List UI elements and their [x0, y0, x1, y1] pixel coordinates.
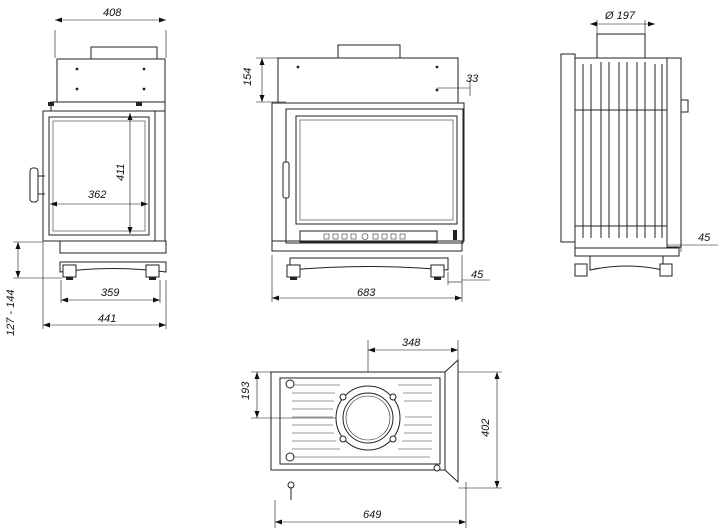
dim-angled-top-offset: 154 [242, 68, 254, 86]
front-view [29, 46, 167, 280]
dim-side-flue-diameter: Ø 197 [604, 10, 636, 22]
side-view [560, 33, 689, 277]
dim-top-width: 649 [363, 509, 381, 521]
dim-top-depth: 402 [480, 419, 492, 437]
dim-front-foot-height: 127 - 144 [5, 290, 17, 336]
dim-top-flue-offset-x: 348 [402, 337, 421, 349]
dimension-lines [13, 17, 718, 528]
dimension-labels: 408 411 362 359 441 127 - 144 154 33 683… [5, 7, 711, 521]
dim-top-flue-offset-y: 193 [240, 381, 252, 400]
control-knobs [323, 233, 406, 240]
angled-view [271, 44, 465, 280]
side-fins [582, 62, 663, 238]
dim-angled-foot-offset: 45 [471, 269, 484, 281]
dim-front-foot-span: 359 [101, 287, 119, 299]
dim-angled-overall-width: 683 [357, 287, 376, 299]
dim-front-overall-width: 441 [98, 313, 116, 325]
dim-angled-side-offset: 33 [466, 73, 479, 85]
dim-front-width-top: 408 [103, 7, 122, 19]
dim-front-height: 411 [115, 163, 127, 181]
dim-side-rear-offset: 45 [698, 232, 711, 244]
dim-front-glass-width: 362 [88, 189, 106, 201]
top-fins [292, 384, 432, 458]
top-view [270, 358, 459, 500]
